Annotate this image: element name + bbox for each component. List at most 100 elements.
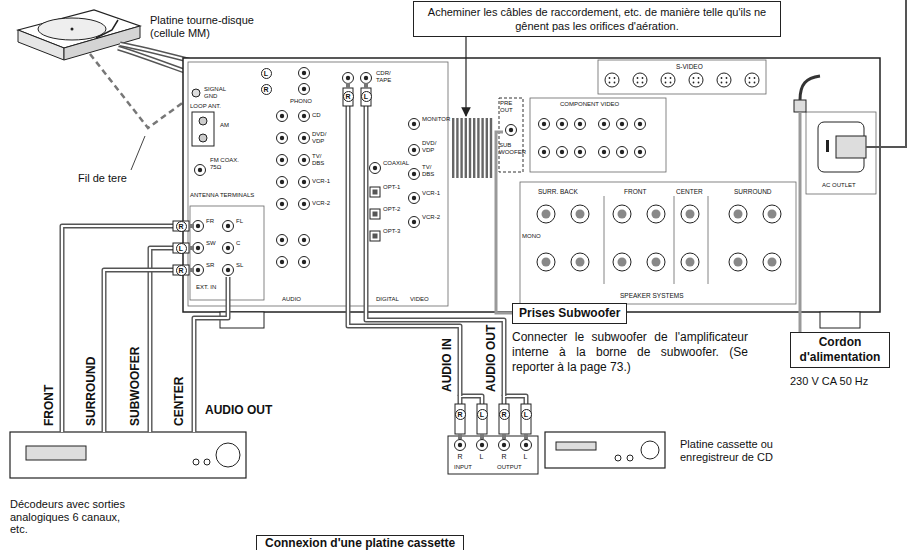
cable bbox=[150, 248, 173, 432]
rca-jack-center bbox=[302, 71, 306, 75]
cable bbox=[62, 226, 173, 432]
s-video-jack bbox=[689, 73, 703, 87]
optical-jack bbox=[370, 231, 380, 241]
rca-jack-center bbox=[196, 246, 200, 250]
rca-jack bbox=[299, 177, 310, 188]
jack-label: FL bbox=[236, 218, 243, 225]
s-video-pin bbox=[698, 77, 700, 79]
rca-jack-center bbox=[302, 136, 306, 140]
box-heading: Acheminer les câbles de raccordement, et… bbox=[424, 5, 770, 33]
optical-jack-port bbox=[373, 212, 378, 217]
rca-jack bbox=[599, 119, 610, 130]
speaker-terminal-knob bbox=[768, 210, 777, 219]
cable-core bbox=[366, 106, 504, 396]
section-label: ANTENNA TERMINALS bbox=[190, 192, 254, 199]
jack-label: VCR-1 bbox=[312, 178, 330, 185]
turntable-spindle bbox=[71, 28, 74, 31]
deck-knob bbox=[641, 441, 659, 459]
jack-label: VCR-1 bbox=[422, 190, 440, 197]
rca-jack bbox=[409, 119, 420, 130]
jack-label: DVD/ VDP bbox=[312, 131, 330, 145]
plug-letter: L bbox=[477, 409, 488, 420]
section-label: AC OUTLET bbox=[822, 182, 856, 189]
plug-letter: R bbox=[261, 84, 272, 95]
optical-jack bbox=[370, 187, 380, 197]
deck-body bbox=[545, 432, 665, 468]
rca-jack-center bbox=[280, 136, 284, 140]
rca-jack-center bbox=[280, 158, 284, 162]
s-video-pin bbox=[749, 82, 751, 84]
rca-jack bbox=[277, 133, 288, 144]
section-label: EXT. IN bbox=[196, 284, 216, 291]
device-caption: Platine tourne-disque (cellule MM) bbox=[150, 14, 280, 39]
turntable-platter bbox=[38, 18, 106, 40]
speaker-terminal-knob bbox=[768, 258, 777, 267]
cable bbox=[460, 396, 482, 404]
rca-jack bbox=[409, 145, 420, 156]
speaker-terminal bbox=[763, 253, 781, 271]
power-cord bbox=[800, 76, 820, 100]
rca-plug-tip bbox=[480, 434, 484, 439]
rca-jack-center bbox=[280, 114, 284, 118]
rca-plug bbox=[499, 404, 509, 434]
rca-jack bbox=[277, 111, 288, 122]
jack-label: FM COAX. 75Ω bbox=[210, 157, 242, 171]
jack-label: L bbox=[480, 453, 484, 461]
rca-jack-center bbox=[280, 238, 284, 242]
plug-letter: L bbox=[261, 68, 272, 79]
rca-jack-center bbox=[578, 150, 582, 154]
jack-label: CD bbox=[312, 112, 321, 119]
rca-jack-center bbox=[302, 180, 306, 184]
rca-plug bbox=[477, 404, 487, 434]
rca-jack bbox=[223, 221, 234, 232]
rca-jack bbox=[575, 119, 586, 130]
receiver-panel bbox=[183, 58, 880, 312]
jack-label: C bbox=[236, 240, 240, 247]
rca-jack bbox=[223, 265, 234, 276]
optical-jack-port bbox=[373, 190, 378, 195]
rca-jack-center bbox=[373, 166, 377, 170]
speaker-terminal bbox=[681, 205, 699, 223]
rca-jack-center bbox=[638, 122, 642, 126]
rca-jack-center bbox=[458, 443, 462, 447]
jack-label: DVD/ VDP bbox=[422, 140, 442, 154]
decoder-button bbox=[193, 459, 199, 465]
rca-jack-center bbox=[364, 76, 368, 80]
rca-jack bbox=[575, 147, 586, 158]
rca-jack bbox=[539, 119, 550, 130]
rca-jack bbox=[409, 169, 420, 180]
speaker-terminal-knob bbox=[686, 210, 695, 219]
jack-label: FR bbox=[206, 218, 214, 225]
cord-strain-relief bbox=[794, 100, 806, 112]
speaker-terminal-knob bbox=[734, 210, 743, 219]
signal-label: AUDIO IN bbox=[440, 338, 454, 392]
rca-jack bbox=[361, 73, 372, 84]
leader-line bbox=[131, 136, 145, 170]
loop-antenna-terminal bbox=[192, 112, 214, 146]
jack-label: OPT-3 bbox=[383, 228, 400, 235]
jack-label: SR bbox=[206, 262, 214, 269]
rca-jack-center bbox=[196, 268, 200, 272]
rca-jack bbox=[193, 265, 204, 276]
decoder-button bbox=[204, 459, 210, 465]
channel-label: SURROUND bbox=[84, 357, 98, 426]
rca-jack bbox=[277, 235, 288, 246]
rca-jack-center bbox=[412, 220, 416, 224]
decoder-knob bbox=[216, 443, 240, 467]
rca-plug bbox=[343, 88, 353, 106]
box-heading: Cordon d'alimentation bbox=[790, 332, 890, 368]
vent-slit bbox=[456, 118, 458, 178]
s-video-pin bbox=[693, 82, 695, 84]
ground-screw bbox=[192, 89, 200, 97]
power-plug bbox=[836, 136, 866, 158]
rca-plug bbox=[455, 404, 465, 434]
terminal-label: SURROUND bbox=[734, 188, 772, 195]
rca-jack-center bbox=[620, 150, 624, 154]
wire-caption: Fil de tere bbox=[78, 172, 127, 185]
section-label: S-VIDEO bbox=[676, 63, 703, 70]
speaker-terminal bbox=[729, 205, 747, 223]
signal-label: AUDIO OUT bbox=[484, 325, 498, 392]
s-video-pin bbox=[614, 77, 616, 79]
jack-label: LOOP ANT. bbox=[190, 103, 221, 110]
rca-jack-center bbox=[602, 150, 606, 154]
